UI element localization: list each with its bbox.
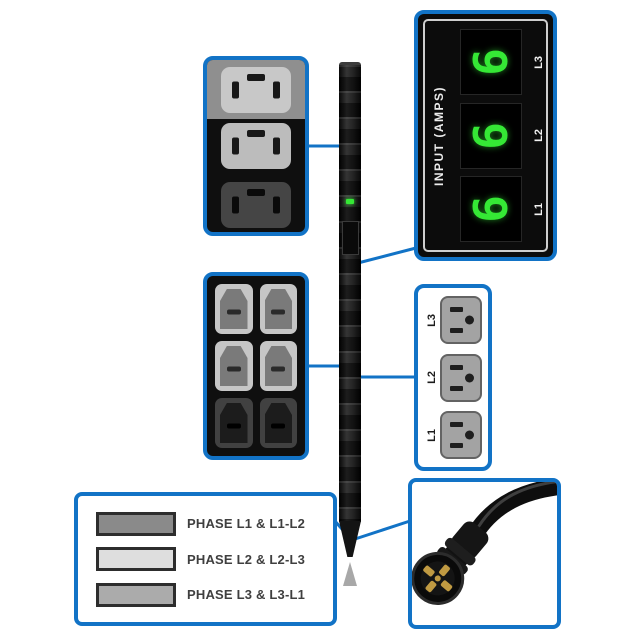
legend-row: PHASE L1 & L1-L2 xyxy=(96,511,325,536)
meter-title-zone: INPUT (AMPS) xyxy=(424,22,454,249)
seven-segment-display: 6 xyxy=(460,176,522,242)
callout-c19-outlets xyxy=(203,56,309,236)
power-cable-highlight xyxy=(477,482,557,528)
c13-outlet xyxy=(259,284,297,334)
meter-phase-label: L1 xyxy=(533,202,545,216)
power-cable xyxy=(466,482,557,543)
phase-color-swatch xyxy=(96,547,176,571)
phase-color-swatch xyxy=(96,511,176,536)
meter-digit: 6 xyxy=(463,121,518,150)
meter-phase-labels: L3 L2 L1 xyxy=(529,29,549,242)
meter-digit: 6 xyxy=(463,195,518,223)
nema-row: L3 xyxy=(423,296,483,344)
callout-input-plug xyxy=(408,478,561,629)
meter-phase-label: L3 xyxy=(533,55,545,69)
c13-outlet xyxy=(259,341,297,391)
phase-legend-label: PHASE L3 & L3-L1 xyxy=(187,587,306,602)
nema-phase-label: L3 xyxy=(425,313,438,327)
callout-nema-outlets: L3 L2 L1 xyxy=(414,284,492,471)
seven-segment-display: 6 xyxy=(460,29,522,95)
meter-digit: 6 xyxy=(463,48,518,76)
seven-segment-display: 6 xyxy=(460,102,522,169)
c19-outlet xyxy=(221,67,291,113)
nema-phase-label: L2 xyxy=(425,371,438,384)
phase-legend-label: PHASE L2 & L2-L3 xyxy=(187,551,306,567)
callout-input-meter: INPUT (AMPS) 6 6 6 L3 L2 L1 xyxy=(414,10,557,261)
legend-row: PHASE L3 & L3-L1 xyxy=(96,582,325,607)
legend-row: PHASE L2 & L2-L3 xyxy=(96,547,325,571)
connector-meter xyxy=(353,246,417,266)
nema-phase-label: L1 xyxy=(425,428,438,442)
meter-phase-label: L2 xyxy=(533,129,545,142)
nema-outlet xyxy=(440,411,482,459)
strip-meter-module xyxy=(342,221,359,255)
meter-title: INPUT (AMPS) xyxy=(432,85,446,186)
c19-outlet xyxy=(221,123,291,169)
nema-outlet xyxy=(440,296,482,344)
c13-outlet xyxy=(215,341,253,391)
nema-row: L1 xyxy=(423,411,483,459)
callout-phase-legend: PHASE L1 & L1-L2 PHASE L2 & L2-L3 PHASE … xyxy=(74,492,337,626)
plug-body xyxy=(412,521,489,605)
nema-row: L2 xyxy=(423,353,483,402)
plug-illustration xyxy=(412,482,557,605)
c13-outlet xyxy=(259,398,297,448)
callout-c13-outlets xyxy=(203,272,309,460)
strip-led-icon xyxy=(346,199,354,204)
connector-plug xyxy=(351,519,411,542)
pdu-strip xyxy=(339,62,361,522)
phase-legend-label: PHASE L1 & L1-L2 xyxy=(187,516,306,531)
c19-outlet xyxy=(221,182,291,228)
c13-outlet xyxy=(215,284,253,334)
plug-prongs xyxy=(423,564,453,593)
c13-outlet xyxy=(215,398,253,448)
meter-displays: 6 6 6 xyxy=(460,29,522,242)
nema-outlet xyxy=(440,353,482,402)
phase-color-swatch xyxy=(96,582,176,607)
